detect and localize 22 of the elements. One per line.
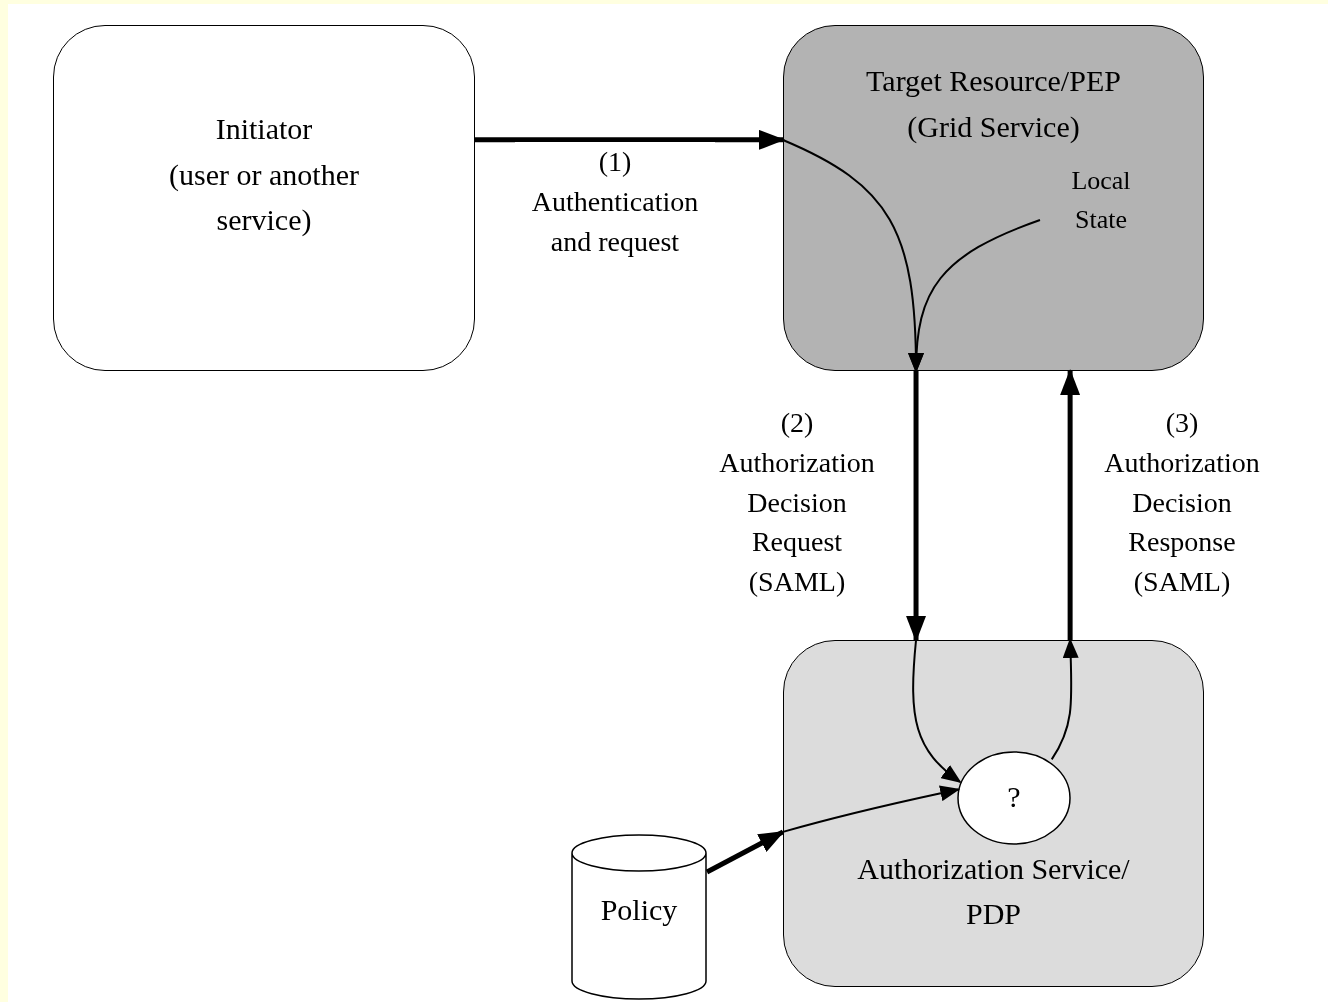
- node-title: Policy: [599, 892, 679, 928]
- node-title: Target Resource/PEP: [865, 63, 1122, 99]
- arrow: [1050, 638, 1079, 761]
- arrow: [705, 829, 785, 875]
- arrow: [1060, 369, 1081, 640]
- node-subtitle: (user or another service): [168, 157, 360, 238]
- state-label: Local State: [1070, 165, 1132, 236]
- decision-ellipse: [957, 751, 1071, 845]
- arrow: [912, 639, 962, 784]
- policy-database: [571, 835, 707, 1000]
- authorization-service-box: [783, 640, 1204, 987]
- arrow: [475, 129, 785, 150]
- arrow: [782, 785, 961, 833]
- node-title: Authorization Service/: [856, 851, 1131, 887]
- actor-box: [53, 25, 475, 371]
- node-subtitle: (Grid Service): [906, 109, 1081, 145]
- service-box: [783, 25, 1204, 371]
- arrow: [782, 139, 924, 373]
- node-title: Initiator: [214, 111, 314, 147]
- arrow: [906, 371, 927, 642]
- node-subtitle: PDP: [964, 896, 1022, 932]
- node-title: ?: [1006, 779, 1022, 815]
